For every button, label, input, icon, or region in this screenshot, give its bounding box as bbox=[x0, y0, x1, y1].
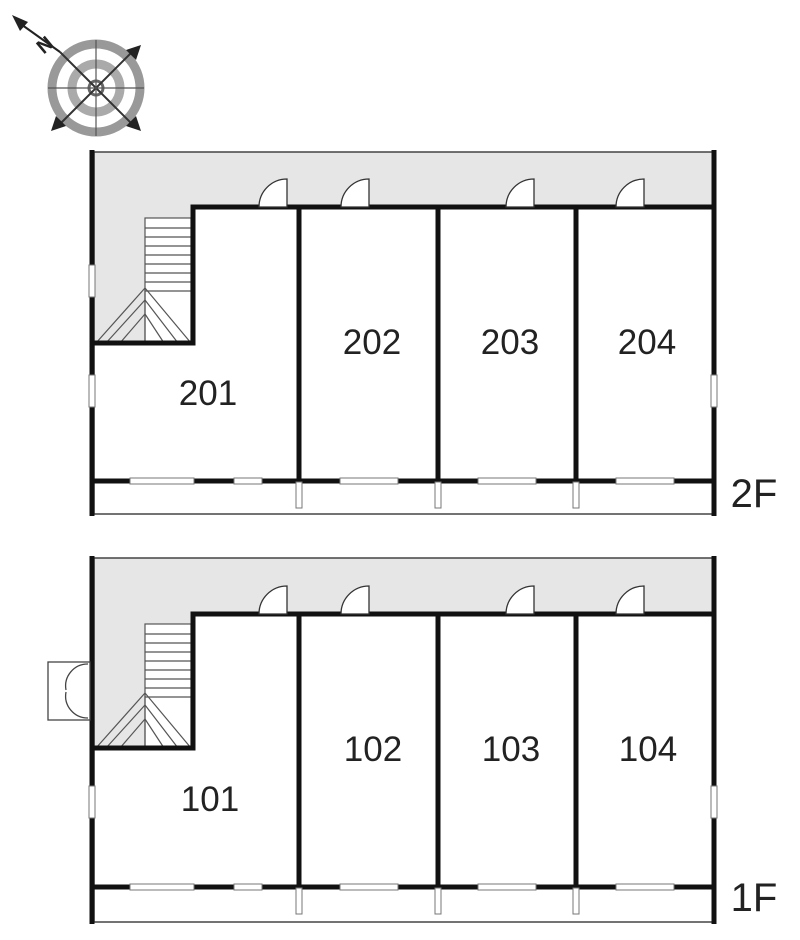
unit-102-label: 102 bbox=[344, 730, 402, 769]
unit-201-label: 201 bbox=[179, 374, 237, 413]
side-entrance bbox=[47, 661, 91, 721]
floor-2f-label: 2F bbox=[731, 472, 778, 516]
floor-1f-plan: 101 102 103 104 1F bbox=[47, 556, 778, 924]
staircase bbox=[95, 217, 192, 344]
unit-103-label: 103 bbox=[482, 730, 540, 769]
staircase bbox=[95, 623, 192, 749]
floor-2f-plan: 201 202 203 204 2F bbox=[88, 150, 778, 516]
compass-rose-icon: N bbox=[12, 15, 145, 137]
unit-203-label: 203 bbox=[481, 323, 539, 362]
floor-1f-label: 1F bbox=[731, 876, 778, 920]
unit-202-label: 202 bbox=[343, 323, 401, 362]
unit-204-label: 204 bbox=[618, 323, 676, 362]
unit-104-label: 104 bbox=[619, 730, 677, 769]
unit-101-label: 101 bbox=[181, 780, 239, 819]
